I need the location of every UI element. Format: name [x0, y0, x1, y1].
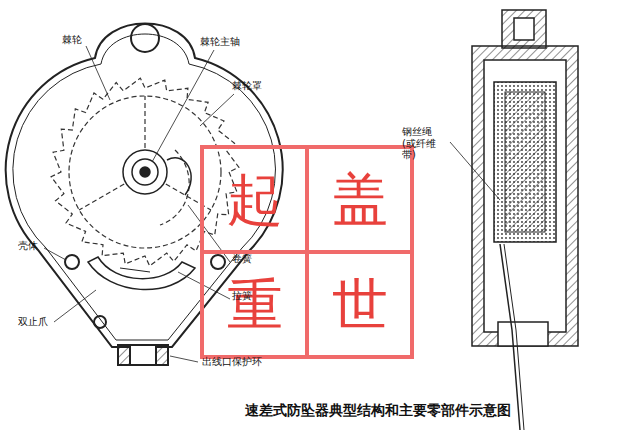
caption: 速差式防坠器典型结构和主要零部件示意图: [245, 402, 511, 420]
part-label: 棘轮: [62, 34, 82, 46]
part-label: 壳体: [18, 240, 38, 252]
housing-side: [472, 10, 578, 430]
part-label: 双止爪: [18, 316, 48, 328]
watermark-char: 世: [332, 277, 388, 333]
housing-front: [6, 24, 283, 366]
part-label: 出线口保护环: [202, 356, 262, 368]
ratchet-wheel: [51, 78, 239, 266]
main-shaft: [123, 150, 191, 195]
part-label: 钢丝绳 (或纤维带): [402, 126, 448, 161]
watermark-char: 盖: [332, 172, 388, 228]
watermark-cell: 世: [305, 250, 414, 359]
part-label: 棘轮罩: [232, 80, 262, 92]
watermark-cell: 重: [200, 250, 309, 359]
pawl: [88, 257, 195, 290]
leader-lines: [44, 46, 500, 362]
watermark-cell: 起: [200, 145, 309, 254]
part-label: 棘轮主轴: [200, 36, 240, 48]
part-label: 拉簧: [232, 290, 252, 302]
watermark-char: 重: [227, 277, 283, 333]
watermark-char: 起: [227, 172, 283, 228]
watermark-cell: 盖: [305, 145, 414, 254]
part-label: 卷簧: [232, 253, 252, 265]
